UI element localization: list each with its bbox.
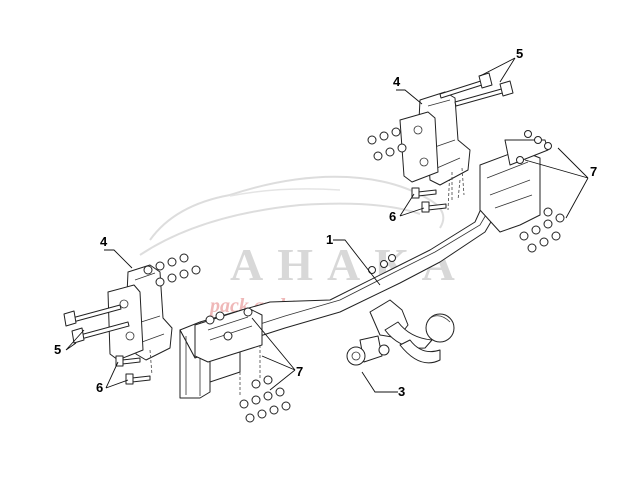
callout-7-right: 7 <box>590 164 597 179</box>
leader-lines <box>65 57 589 393</box>
callout-5-lower: 5 <box>54 342 61 357</box>
hardware-right-lower <box>519 207 565 253</box>
callout-1: 1 <box>326 232 333 247</box>
hardware-bottom <box>239 375 291 423</box>
callout-4-lower: 4 <box>100 234 108 249</box>
callout-7-lower: 7 <box>296 364 303 379</box>
long-bolts-upper <box>439 72 514 107</box>
hardware-lower-center <box>205 307 253 341</box>
callout-3: 3 <box>398 384 405 399</box>
hardware-right-upper <box>516 130 552 164</box>
short-bolts-upper <box>411 187 447 213</box>
hardware-left-bracket <box>143 253 201 287</box>
short-bolts-lower <box>115 355 151 385</box>
side-bracket-right <box>399 91 471 200</box>
callout-4-upper: 4 <box>393 74 401 89</box>
car-silhouette-logo <box>139 175 445 256</box>
hardware-upper-left <box>367 127 407 161</box>
tow-ball-assembly <box>346 313 455 366</box>
callout-labels: 1 3 4 4 5 5 6 6 7 7 <box>54 46 597 399</box>
callout-6-upper: 6 <box>389 209 396 224</box>
callout-5-upper: 5 <box>516 46 523 61</box>
callout-6-lower: 6 <box>96 380 103 395</box>
socket-icon <box>346 346 366 366</box>
long-bolts-lower <box>63 304 130 344</box>
